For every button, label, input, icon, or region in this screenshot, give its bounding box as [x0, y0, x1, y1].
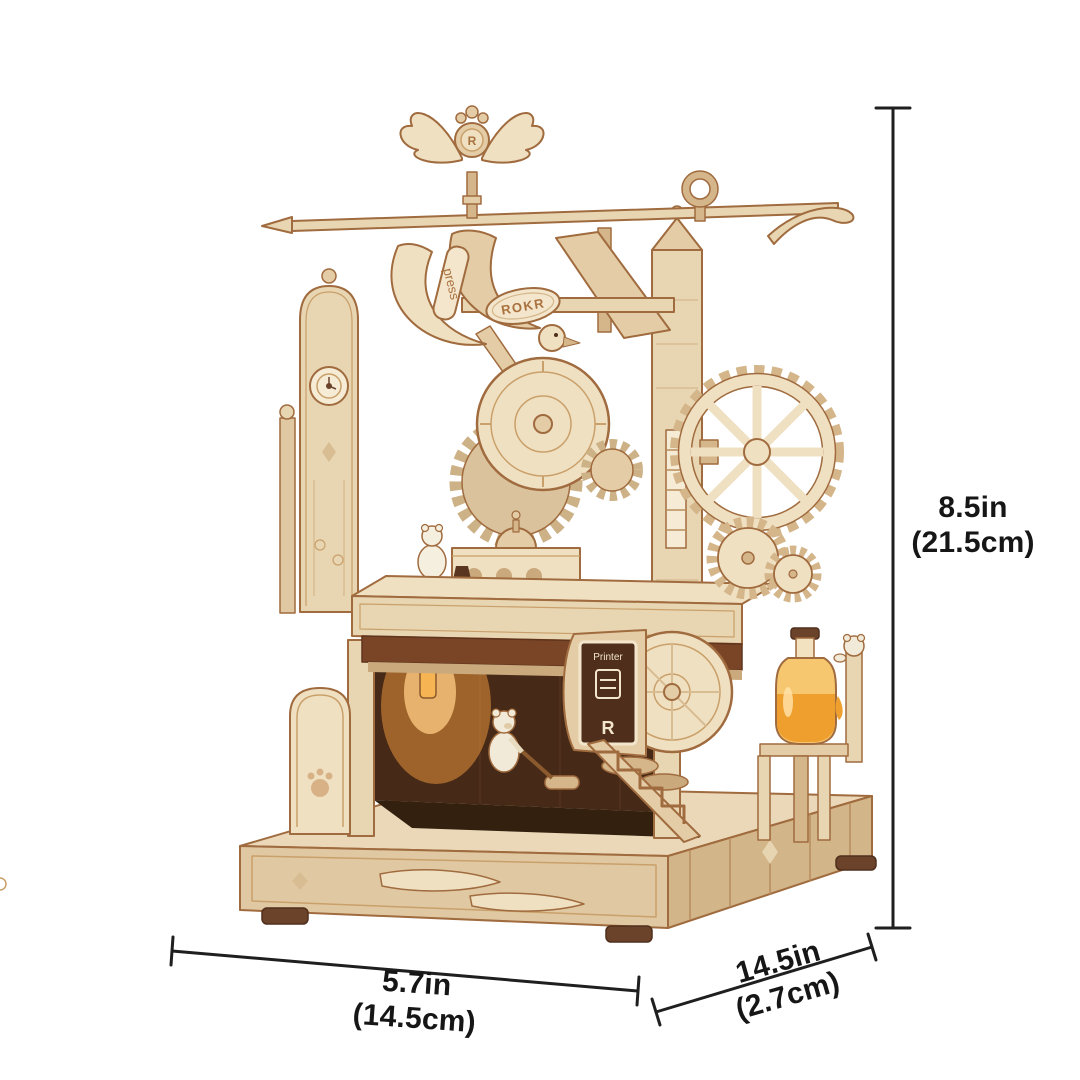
depth-dimension-line — [650, 932, 878, 1027]
wooden-model-illustration: R press — [0, 105, 877, 943]
base-feet — [261, 855, 877, 943]
width-dimension-label: 5.7in (14.5cm) — [316, 959, 515, 1043]
height-value-in: 8.5in — [938, 491, 1008, 524]
height-value-cm: (21.5cm) — [911, 526, 1035, 560]
drum-label-text: Printer — [593, 652, 623, 663]
ink-bottle — [757, 627, 866, 843]
small-gears — [706, 516, 822, 603]
arched-door-panel — [289, 687, 351, 835]
height-dimension-line — [874, 106, 912, 930]
winged-emblem: R — [399, 105, 545, 219]
large-gear — [670, 365, 844, 539]
top-rod — [261, 170, 855, 245]
bear-figure-upper — [417, 523, 472, 584]
left-column — [279, 268, 359, 614]
height-dimension-label: 8.5in (21.5cm) — [888, 490, 1058, 561]
width-dimension-line — [169, 935, 641, 1007]
drum-letter: R — [602, 718, 615, 738]
press-banner: press — [432, 245, 470, 321]
central-flywheel — [449, 356, 643, 549]
rokr-plate: ROKR — [485, 287, 561, 325]
ink-drip — [835, 696, 843, 720]
print-drum: Printer R — [562, 629, 734, 791]
curved-handle — [767, 206, 855, 245]
base-platform — [0, 785, 873, 929]
steps — [587, 739, 701, 843]
bear-figure-lower — [488, 708, 580, 790]
ring-handle — [682, 171, 718, 207]
emblem-letter: R — [468, 134, 477, 148]
